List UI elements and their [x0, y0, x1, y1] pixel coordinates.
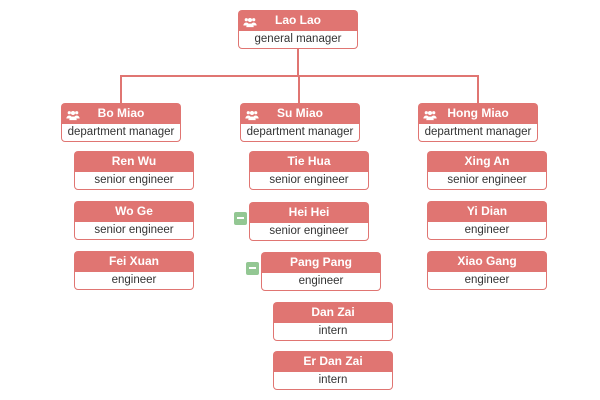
node-title-bar: Xiao Gang [427, 251, 547, 271]
node-hei-hei[interactable]: Hei Hei senior engineer [249, 202, 369, 241]
users-icon [423, 107, 437, 121]
node-fei-xuan[interactable]: Fei Xuan engineer [74, 251, 194, 290]
node-xiao-gang[interactable]: Xiao Gang engineer [427, 251, 547, 290]
employee-role: senior engineer [427, 171, 547, 190]
employee-role: intern [273, 371, 393, 390]
node-title-bar: Bo Miao [61, 103, 181, 123]
employee-role: senior engineer [74, 171, 194, 190]
node-su-miao[interactable]: Su Miao department manager [240, 103, 360, 142]
users-icon [245, 107, 259, 121]
employee-name: Yi Dian [466, 204, 508, 218]
employee-role: senior engineer [74, 221, 194, 240]
connector-drop-left [120, 75, 122, 103]
employee-name: Su Miao [276, 106, 323, 120]
node-title-bar: Wo Ge [74, 201, 194, 221]
node-title-bar: Tie Hua [249, 151, 369, 171]
employee-name: Lao Lao [274, 13, 321, 27]
employee-role: engineer [427, 271, 547, 290]
employee-name: Tie Hua [287, 154, 331, 168]
employee-name: Hei Hei [288, 205, 330, 219]
employee-name: Xiao Gang [457, 254, 517, 268]
node-title-bar: Su Miao [240, 103, 360, 123]
minus-icon [249, 267, 256, 269]
collapse-toggle-pang-pang[interactable] [246, 262, 259, 275]
employee-name: Dan Zai [311, 305, 355, 319]
node-title-bar: Yi Dian [427, 201, 547, 221]
node-bo-miao[interactable]: Bo Miao department manager [61, 103, 181, 142]
employee-role: engineer [261, 272, 381, 291]
node-pang-pang[interactable]: Pang Pang engineer [261, 252, 381, 291]
node-title-bar: Hong Miao [418, 103, 538, 123]
employee-role: department manager [240, 123, 360, 142]
node-title-bar: Xing An [427, 151, 547, 171]
users-icon [243, 14, 257, 28]
node-lao-lao[interactable]: Lao Lao general manager [238, 10, 358, 49]
employee-name: Fei Xuan [108, 254, 159, 268]
node-title-bar: Dan Zai [273, 302, 393, 322]
employee-role: general manager [238, 30, 358, 49]
employee-name: Er Dan Zai [303, 354, 363, 368]
employee-role: department manager [61, 123, 181, 142]
collapse-toggle-hei-hei[interactable] [234, 212, 247, 225]
employee-name: Wo Ge [115, 204, 153, 218]
node-tie-hua[interactable]: Tie Hua senior engineer [249, 151, 369, 190]
node-xing-an[interactable]: Xing An senior engineer [427, 151, 547, 190]
connector-drop-right [477, 75, 479, 103]
node-title-bar: Lao Lao [238, 10, 358, 30]
employee-name: Xing An [464, 154, 510, 168]
node-title-bar: Hei Hei [249, 202, 369, 222]
node-er-dan-zai[interactable]: Er Dan Zai intern [273, 351, 393, 390]
employee-role: engineer [427, 221, 547, 240]
employee-role: engineer [74, 271, 194, 290]
node-ren-wu[interactable]: Ren Wu senior engineer [74, 151, 194, 190]
users-icon [66, 107, 80, 121]
employee-role: senior engineer [249, 222, 369, 241]
minus-icon [237, 217, 244, 219]
node-title-bar: Ren Wu [74, 151, 194, 171]
node-hong-miao[interactable]: Hong Miao department manager [418, 103, 538, 142]
employee-role: intern [273, 322, 393, 341]
connector-drop-middle [298, 75, 300, 103]
node-wo-ge[interactable]: Wo Ge senior engineer [74, 201, 194, 240]
employee-name: Ren Wu [111, 154, 157, 168]
employee-name: Bo Miao [97, 106, 145, 120]
node-title-bar: Er Dan Zai [273, 351, 393, 371]
employee-role: senior engineer [249, 171, 369, 190]
connector-root-stub [297, 49, 299, 76]
employee-name: Pang Pang [289, 255, 352, 269]
node-title-bar: Fei Xuan [74, 251, 194, 271]
node-yi-dian[interactable]: Yi Dian engineer [427, 201, 547, 240]
node-dan-zai[interactable]: Dan Zai intern [273, 302, 393, 341]
employee-role: department manager [418, 123, 538, 142]
node-title-bar: Pang Pang [261, 252, 381, 272]
employee-name: Hong Miao [447, 106, 509, 120]
